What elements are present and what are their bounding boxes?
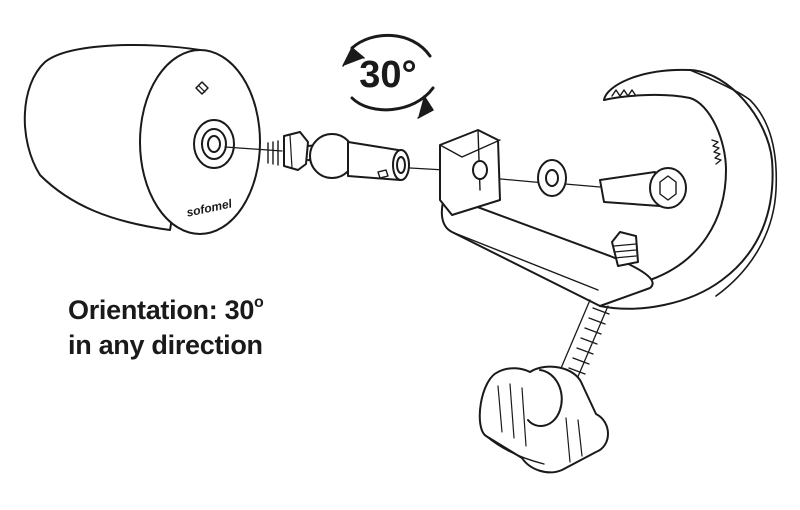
caption-line-1-text: Orientation: 30 (68, 295, 255, 325)
caption-degree-mark: o (254, 294, 264, 311)
ball-joint (267, 131, 410, 181)
wing-knob (478, 365, 609, 474)
rotation-arrow-icon (342, 34, 435, 119)
hex-bolt (599, 167, 687, 209)
rotation-angle-label: 30° (359, 54, 416, 96)
washer (537, 159, 567, 197)
orientation-caption: Orientation: 30o in any direction (68, 287, 368, 363)
caption-line-2: in any direction (68, 330, 263, 360)
assembly-axis-line (224, 146, 601, 188)
clamp-threaded-rod (555, 299, 610, 387)
speaker-body (23, 44, 261, 235)
caption-line-1: Orientation: 30o (68, 287, 368, 328)
